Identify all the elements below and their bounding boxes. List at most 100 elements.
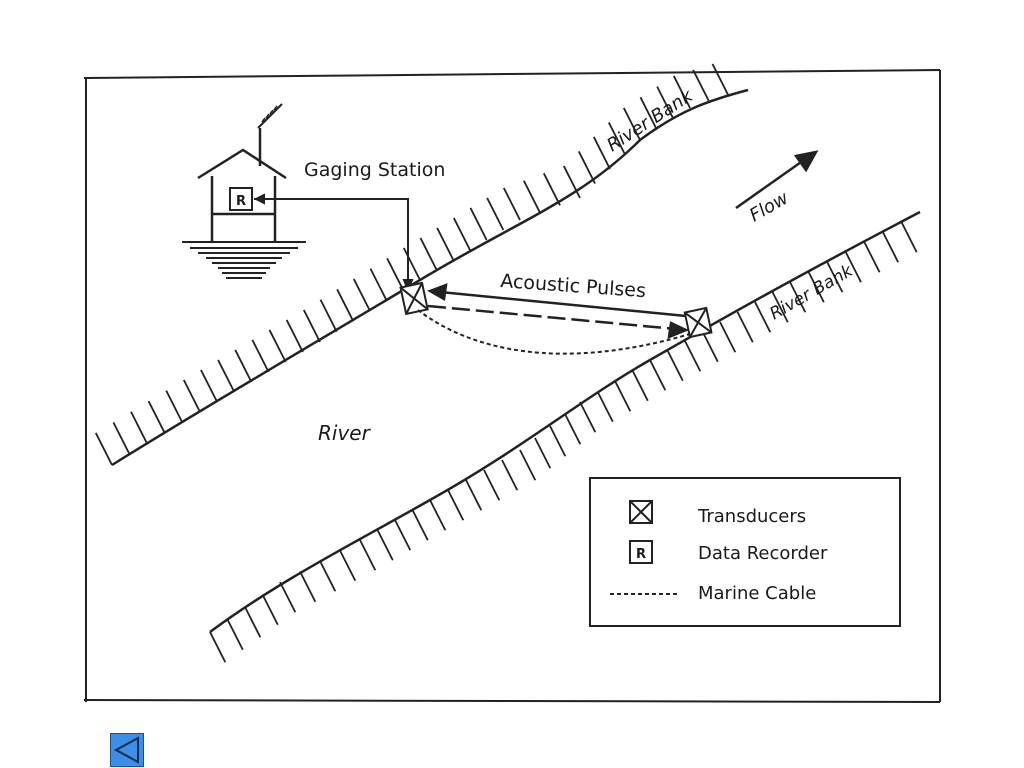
legend-recorder-icon: R — [629, 540, 653, 564]
bank-hatch-line — [94, 432, 113, 466]
ground-hatch — [182, 241, 306, 279]
recorder-letter: R — [236, 194, 246, 209]
bank-hatch-line — [900, 221, 918, 253]
bank-hatch-line — [226, 619, 244, 651]
bank-hatch-line — [577, 151, 596, 184]
bank-hatch-line — [771, 291, 789, 323]
bank-hatch-line — [436, 227, 455, 261]
bank-hatch-line — [452, 217, 471, 251]
diagram-frame — [83, 69, 941, 703]
bank-hatch-line — [692, 69, 711, 103]
bank-hatch-line — [130, 411, 149, 445]
bank-hatch-line — [562, 165, 581, 199]
river-label: River — [318, 421, 372, 445]
bank-hatch-line — [522, 180, 541, 214]
bank-hatch-line — [684, 340, 702, 372]
data-recorder-box: R — [229, 187, 253, 211]
bank-hatch-line — [736, 311, 754, 343]
bank-hatch-line — [534, 437, 552, 469]
bank-hatch-line — [319, 299, 338, 333]
marine-cable-path — [417, 309, 691, 355]
bank-hatch-line — [244, 606, 262, 638]
bank-hatch-line — [268, 329, 287, 363]
bank-hatch-line — [502, 187, 521, 221]
legend-recorder-letter: R — [636, 547, 646, 562]
acoustic-pulses-label: Acoustic Pulses — [500, 270, 647, 302]
legend-data-recorder-label: Data Recorder — [698, 543, 828, 564]
transducer-left — [399, 281, 429, 316]
legend-transducer-icon — [629, 500, 653, 524]
bank-hatch-line — [666, 350, 684, 382]
bank-hatch-line — [592, 136, 611, 170]
bank-hatch-line — [622, 107, 641, 141]
bank-hatch-line — [339, 550, 357, 582]
bank-hatch-line — [200, 369, 218, 403]
acoustic-pulse-arrow-lower — [427, 304, 690, 339]
bank-hatch-line — [209, 631, 227, 663]
gaging-station-house — [197, 103, 287, 242]
bank-hatch-line — [112, 421, 131, 455]
bank-hatch-line — [369, 268, 388, 302]
bank-hatch-line — [352, 278, 371, 312]
bank-hatch-line — [261, 594, 279, 626]
legend: Transducers R Data Recorder Marine Cable — [589, 477, 901, 627]
bank-hatch-line — [319, 560, 337, 592]
bank-hatch-line — [711, 63, 730, 97]
bank-hatch-line — [251, 339, 270, 373]
bank-hatch-line — [807, 271, 825, 303]
bank-hatch-line — [656, 86, 675, 120]
bank-hatch-line — [649, 359, 667, 391]
bank-hatch-line — [789, 281, 807, 313]
transducer-right — [683, 306, 713, 339]
recorder-cable — [253, 193, 414, 293]
bank-hatch-line — [564, 413, 582, 445]
bank-hatch-line — [419, 237, 438, 271]
bank-hatch-line — [483, 469, 501, 501]
bank-hatch-line — [411, 509, 429, 541]
bank-hatch-line — [429, 499, 447, 531]
bank-hatch-line — [882, 231, 899, 263]
bank-hatch-line — [336, 288, 355, 322]
flow-label: Flow — [746, 187, 792, 226]
bank-hatch-line — [299, 571, 317, 603]
bank-hatch-line — [549, 425, 567, 457]
bank-hatch-line — [469, 207, 488, 241]
bank-hatch-line — [579, 401, 597, 433]
bank-hatch-line — [486, 197, 505, 231]
bank-hatch-line — [376, 529, 394, 561]
bank-hatch-line — [542, 172, 561, 206]
back-arrow-icon — [113, 736, 139, 764]
bank-hatch-line — [719, 321, 737, 353]
bank-hatch-line — [302, 309, 321, 343]
bank-hatch-line — [844, 251, 862, 283]
bank-hatch-line — [402, 247, 421, 281]
river-bank-upper-label: River Bank — [603, 85, 698, 157]
bank-hatch-line — [501, 459, 519, 491]
bank-hatch-line — [394, 519, 412, 551]
bank-hatch-line — [614, 380, 632, 412]
bank-hatch-line — [147, 400, 166, 434]
lower-river-bank — [209, 210, 921, 663]
bank-hatch-line — [519, 449, 537, 481]
bank-hatch-line — [165, 390, 184, 424]
bank-hatch-line — [596, 391, 614, 423]
bank-hatch-line — [672, 75, 691, 109]
legend-marine-cable-label: Marine Cable — [698, 583, 816, 604]
bank-hatch-line — [234, 349, 253, 383]
bank-hatch-line — [465, 479, 483, 511]
back-button[interactable] — [110, 733, 144, 767]
bank-hatch-line — [826, 261, 844, 293]
bank-hatch-line — [631, 370, 649, 402]
bank-hatch-line — [182, 379, 201, 413]
bank-hatch-line — [639, 96, 658, 130]
gaging-station-label: Gaging Station — [304, 159, 445, 181]
acoustic-pulse-arrow-upper — [427, 283, 687, 318]
flow-arrow — [735, 150, 819, 210]
upper-river-bank — [94, 63, 749, 467]
bank-hatch-line — [359, 539, 377, 571]
bank-hatch-line — [279, 581, 297, 613]
bank-hatch-line — [217, 359, 236, 393]
legend-transducers-label: Transducers — [697, 506, 806, 527]
bank-hatch-line — [701, 331, 719, 363]
